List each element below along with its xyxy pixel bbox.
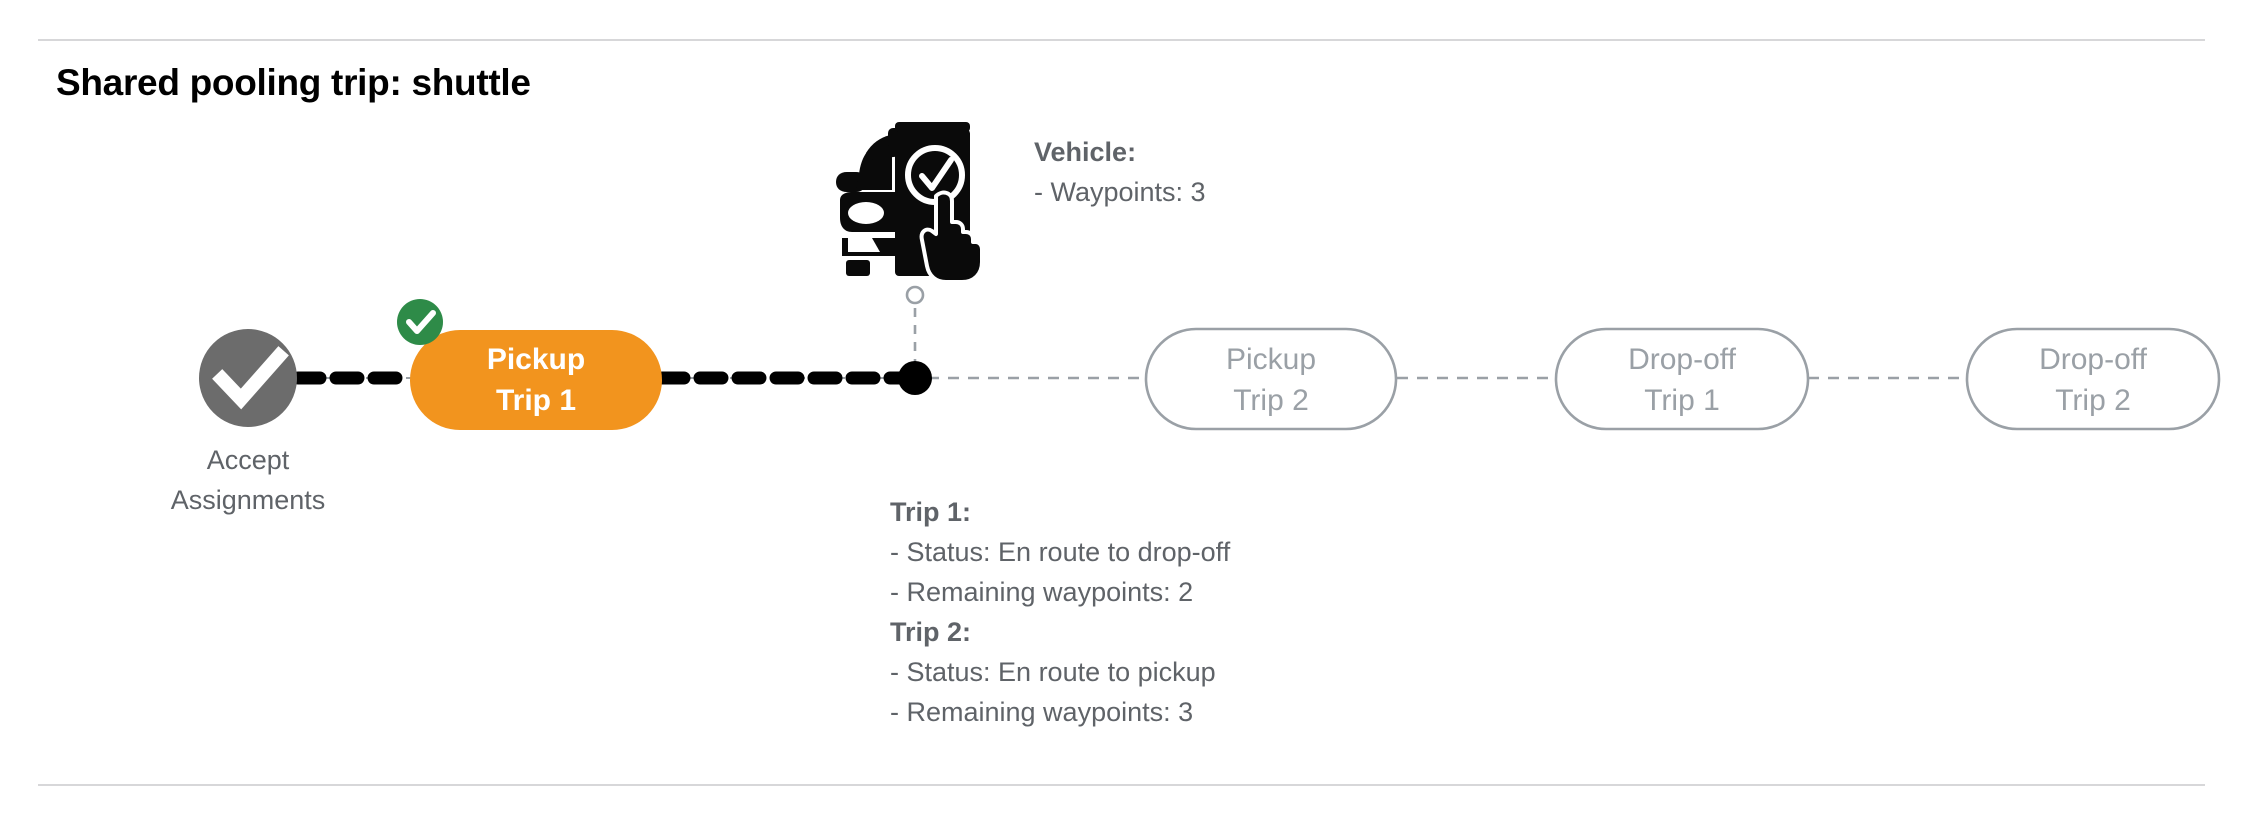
node-accept-assignments-caption: Accept Assignments — [88, 440, 408, 520]
step-pickup-trip-1[interactable] — [410, 330, 662, 430]
trip-2-waypoints-line: - Remaining waypoints: 3 — [890, 697, 1194, 727]
trip-2-heading: Trip 2: — [890, 612, 1230, 652]
step-pickup-trip-2-label[interactable]: Pickup Trip 2 — [1146, 339, 1396, 421]
vehicle-info-heading: Vehicle: — [1034, 132, 1206, 172]
trip-2-heading-colon: : — [962, 617, 972, 647]
pill-line-2: Trip 2 — [1233, 384, 1309, 417]
step-dropoff-trip-1-label[interactable]: Drop-off Trip 1 — [1556, 339, 1808, 421]
caption-line-1: Accept — [206, 445, 290, 475]
pill-line-2: Trip 2 — [2055, 384, 2131, 417]
trip-1-heading-colon: : — [962, 497, 972, 527]
step-dropoff-trip-1[interactable] — [1554, 327, 1810, 431]
step-pickup-trip-1-label[interactable]: Pickup Trip 1 — [410, 339, 662, 421]
vehicle-waypoints-line: - Waypoints: 3 — [1034, 177, 1206, 207]
trip-1-waypoints-line: - Remaining waypoints: 2 — [890, 577, 1194, 607]
pill-line-1: Drop-off — [2039, 343, 2147, 376]
vehicle-info-heading-colon: : — [1127, 137, 1137, 167]
trip-2-status-line: - Status: En route to pickup — [890, 657, 1216, 687]
vehicle-info-panel: Vehicle: - Waypoints: 3 — [1034, 132, 1206, 212]
trip-1-status-line: - Status: En route to drop-off — [890, 537, 1231, 567]
step-dropoff-trip-2-label[interactable]: Drop-off Trip 2 — [1967, 339, 2219, 421]
pill-line-2: Trip 1 — [1644, 384, 1720, 417]
trip-2-heading-text: Trip 2 — [890, 617, 963, 647]
page-title: Shared pooling trip: shuttle — [56, 62, 531, 103]
pill-line-1: Drop-off — [1628, 343, 1736, 376]
node-accept-assignments[interactable] — [199, 329, 297, 427]
divider-bottom — [38, 784, 2205, 786]
step-pickup-trip-2[interactable] — [1144, 327, 1398, 431]
vehicle-info-heading-text: Vehicle — [1034, 137, 1128, 167]
caption-line-2: Assignments — [170, 485, 326, 515]
trip-info-panel: Trip 1: - Status: En route to drop-off -… — [890, 492, 1230, 732]
car-phone-checkmark-icon — [836, 122, 984, 284]
trip-1-heading: Trip 1: — [890, 492, 1230, 532]
check-badge-icon — [397, 299, 443, 345]
pill-line-1: Pickup — [486, 343, 586, 376]
pill-line-2: Trip 1 — [495, 384, 577, 417]
trip-1-heading-text: Trip 1 — [890, 497, 963, 527]
vehicle-location-dot-icon — [898, 285, 932, 395]
divider-top — [38, 39, 2205, 41]
step-dropoff-trip-2[interactable] — [1965, 327, 2221, 431]
pill-line-1: Pickup — [1225, 343, 1317, 376]
